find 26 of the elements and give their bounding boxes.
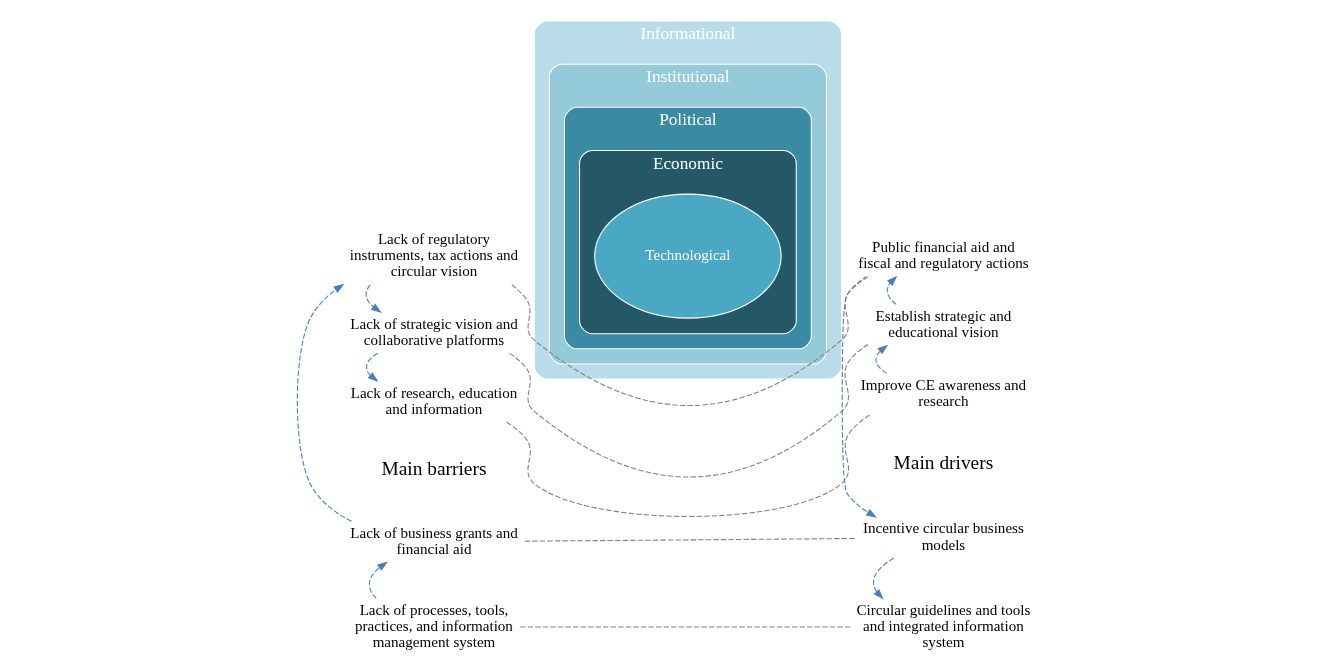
arrow <box>365 284 382 313</box>
connector <box>509 343 869 478</box>
connector <box>506 414 871 517</box>
arrow <box>296 283 353 522</box>
arrow <box>875 344 889 374</box>
arrow <box>368 561 388 599</box>
arrow <box>873 557 895 600</box>
node-text: Lack of business grants and financial aid <box>350 524 518 557</box>
node-text: Incentive circular business models <box>863 520 1024 553</box>
label: Main barriers <box>381 458 487 480</box>
connector <box>524 537 858 542</box>
connector <box>519 626 851 628</box>
node-ellipse: Technological <box>594 193 782 319</box>
node-text: Circular guidelines and tools and integrated information system <box>856 601 1031 651</box>
node-text: Lack of research, education and information <box>350 384 518 417</box>
arrow <box>841 276 878 518</box>
arrow <box>886 275 898 305</box>
node-text: Public financial aid and fiscal and regulatory actions <box>858 239 1029 272</box>
node-text: Lack of processes, tools, practices, and information management system <box>355 601 513 651</box>
node-text: Improve CE awareness and research <box>860 377 1027 410</box>
node-text: Establish strategic and educational vision <box>875 308 1012 341</box>
label: Main drivers <box>893 451 994 473</box>
arrow <box>365 352 379 382</box>
node-text: Lack of strategic vision and collaborative platforms <box>350 315 518 348</box>
node-text: Lack of regulatory instruments, tax actions and circular vision <box>349 230 519 280</box>
connector <box>511 276 867 407</box>
